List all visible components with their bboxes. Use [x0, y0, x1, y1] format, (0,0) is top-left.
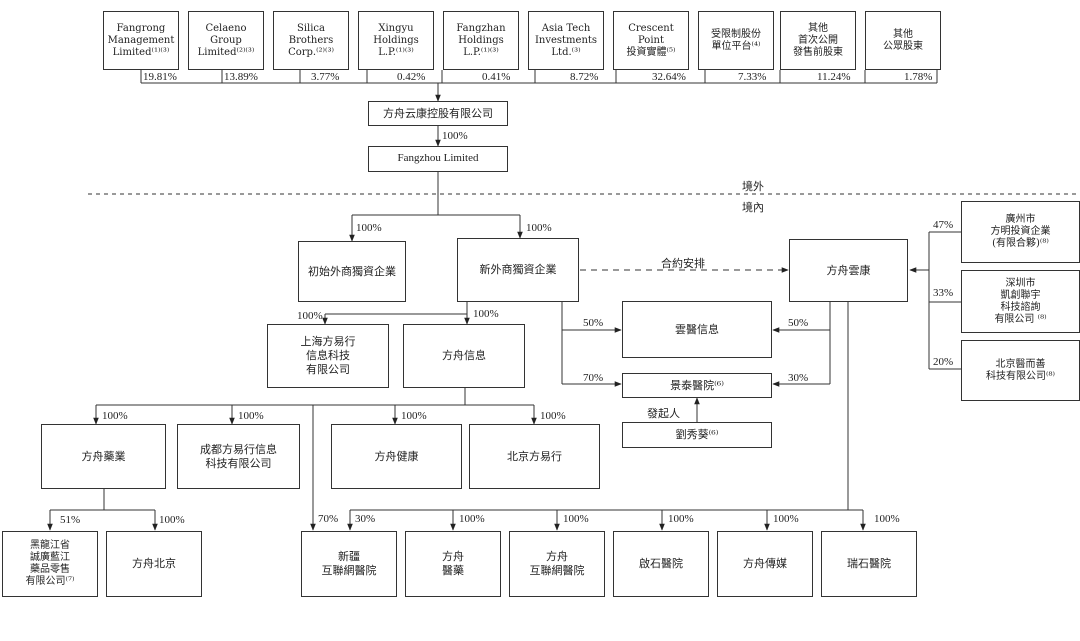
- pct-fz-beijing: 100%: [159, 514, 185, 526]
- shareholder-celaeno: Celaeno Group Limited⁽²⁾⁽³⁾: [188, 11, 264, 70]
- shareholder-pre-ipo: 其他 首次公開 發售前股東: [780, 11, 856, 70]
- pct-rsu-platform: 7.33%: [738, 71, 767, 83]
- pct-fangrong: 19.81%: [143, 71, 177, 83]
- shareholder-asia-tech: Asia Tech Investments Ltd.⁽³⁾: [528, 11, 604, 70]
- shareholder-public: 其他 公眾股東: [865, 11, 941, 70]
- label-offshore: 境外: [742, 180, 764, 193]
- pct-wfoe2: 100%: [526, 222, 552, 234]
- pct-celaeno: 13.89%: [224, 71, 258, 83]
- shareholder-crescent-point: Crescent Point 投資實體⁽⁵⁾: [613, 11, 689, 70]
- box-shanghai-fyx: 上海方易行 信息科技 有限公司: [267, 324, 389, 388]
- pct-xingyu: 0.42%: [397, 71, 426, 83]
- pct-fz-media: 100%: [773, 513, 799, 525]
- pct-jiankang: 100%: [401, 410, 427, 422]
- box-fangzhou-limited: Fangzhou Limited: [368, 146, 508, 172]
- box-fz-internet-hospital: 方舟 互聯網醫院: [509, 531, 605, 597]
- pct-beijing: 20%: [933, 356, 954, 368]
- pct-chengdu: 100%: [238, 410, 264, 422]
- pct-asia-tech: 8.72%: [570, 71, 599, 83]
- pct-xinxi: 100%: [473, 308, 499, 320]
- box-yunkang: 方舟雲康: [789, 239, 908, 302]
- pct-public: 1.78%: [904, 71, 933, 83]
- box-chengdu-fyx: 成都方易行信息 科技有限公司: [177, 424, 300, 489]
- pct-shenzhen: 33%: [933, 287, 954, 299]
- box-shareholder-guangzhou: 廣州市 方明投資企業 (有限合夥)⁽⁸⁾: [961, 201, 1080, 263]
- shareholder-xingyu: Xingyu Holdings L.P.⁽¹⁾⁽³⁾: [358, 11, 434, 70]
- box-fz-yiyao: 方舟 醫藥: [405, 531, 501, 597]
- box-shareholder-beijing: 北京醫而善 科技有限公司⁽⁸⁾: [961, 340, 1080, 401]
- label-sponsor: 發起人: [647, 407, 680, 420]
- pct-xinjiang-b: 30%: [355, 513, 376, 525]
- shareholder-fangrong: Fangrong Management Limited⁽¹⁾⁽³⁾: [103, 11, 179, 70]
- box-fz-media: 方舟傳媒: [717, 531, 813, 597]
- box-xinjiang-hospital: 新疆 互聯網醫院: [301, 531, 397, 597]
- label-contract: 合約安排: [661, 257, 705, 270]
- box-fangzhou-xinxi: 方舟信息: [403, 324, 525, 388]
- label-onshore: 境內: [742, 201, 764, 214]
- pct-xinjiang-a: 70%: [318, 513, 339, 525]
- pct-crescent-point: 32.64%: [652, 71, 686, 83]
- shareholder-silica: Silica Brothers Corp.⁽²⁾⁽³⁾: [273, 11, 349, 70]
- box-wfoe2: 新外商獨資企業: [457, 238, 579, 302]
- box-holdco: 方舟云康控股有限公司: [368, 101, 508, 126]
- pct-fangzhan: 0.41%: [482, 71, 511, 83]
- pct-jingtai-left: 70%: [583, 372, 604, 384]
- pct-silica: 3.77%: [311, 71, 340, 83]
- pct-pre-ipo: 11.24%: [817, 71, 851, 83]
- box-wfoe1: 初始外商獨資企業: [298, 241, 406, 302]
- pct-fz-yiyao: 100%: [459, 513, 485, 525]
- box-qishi-hospital: 啟石醫院: [613, 531, 709, 597]
- box-shareholder-shenzhen: 深圳市 凱創聯宇 科技諮詢 有限公司 ⁽⁸⁾: [961, 270, 1080, 333]
- box-jiankang: 方舟健康: [331, 424, 462, 489]
- pct-yunyi-left: 50%: [583, 317, 604, 329]
- box-yunyi: 雲醫信息: [622, 301, 772, 358]
- pct-jingtai-right: 30%: [788, 372, 809, 384]
- box-liu: 劉秀葵⁽⁶⁾: [622, 422, 772, 448]
- pct-beijing-fyx: 100%: [540, 410, 566, 422]
- shareholder-rsu-platform: 受限制股份 單位平台⁽⁴⁾: [698, 11, 774, 70]
- pct-yaoye: 100%: [102, 410, 128, 422]
- pct-shanghai: 100%: [297, 310, 323, 322]
- pct-holdco: 100%: [442, 130, 468, 142]
- pct-ruishi: 100%: [874, 513, 900, 525]
- pct-yunyi-right: 50%: [788, 317, 809, 329]
- pct-fz-hospital: 100%: [563, 513, 589, 525]
- box-yaoye: 方舟藥業: [41, 424, 166, 489]
- box-fz-beijing: 方舟北京: [106, 531, 202, 597]
- pct-qishi: 100%: [668, 513, 694, 525]
- pct-guangzhou: 47%: [933, 219, 954, 231]
- pct-wfoe1: 100%: [356, 222, 382, 234]
- box-heilongjiang: 黑龍江省 誠廣藍江 藥品零售 有限公司⁽⁷⁾: [2, 531, 98, 597]
- box-beijing-fyx: 北京方易行: [469, 424, 600, 489]
- box-jingtai: 景泰醫院⁽⁶⁾: [622, 373, 772, 398]
- pct-heilongjiang: 51%: [60, 514, 81, 526]
- shareholder-fangzhan: Fangzhan Holdings L.P.⁽¹⁾⁽³⁾: [443, 11, 519, 70]
- box-ruishi-hospital: 瑞石醫院: [821, 531, 917, 597]
